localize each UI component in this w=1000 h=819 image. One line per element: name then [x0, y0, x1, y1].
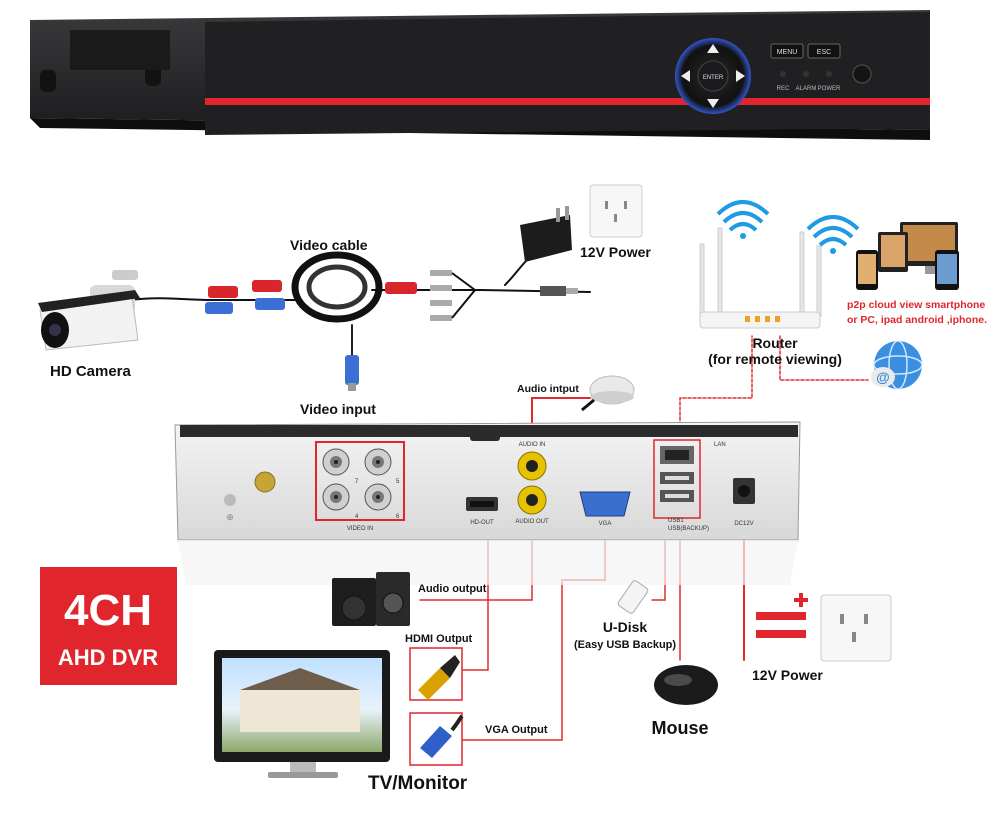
menu-button-label: MENU [777, 49, 798, 56]
video-in-bnc-ports [322, 448, 392, 511]
vga-port-label: VGA [599, 521, 612, 527]
ch-label: 7 [355, 479, 359, 485]
audio-input-label: Audio intput [517, 383, 579, 395]
mouse-icon [654, 665, 718, 705]
dvr-back-panel: ⊕ 7 5 4 6 VIDEO IN HD-OUT AUDIO IN AUDIO… [174, 421, 801, 585]
usb-backup-port-label: USB(BACKUP) [668, 526, 709, 532]
ground-screw-icon [254, 471, 276, 493]
front-red-stripe [205, 98, 930, 105]
lan-usb-highlight-box [653, 439, 701, 519]
lan-port-label: LAN [714, 442, 726, 448]
badge-line2: AHD DVR [58, 645, 158, 670]
video-input-label: Video input [300, 401, 376, 417]
enter-button-label: ENTER [703, 75, 724, 81]
udisk-sub-label: (Easy USB Backup) [574, 639, 676, 651]
hdmi-cable-icon [418, 655, 460, 700]
menu-button [770, 43, 804, 59]
rec-led-label: REC [777, 86, 790, 92]
alarm-led-label: ALARM [796, 86, 817, 92]
svg-text:⊕: ⊕ [226, 512, 234, 522]
power-adapter-icon [520, 206, 572, 262]
audio-out-port-label: AUDIO OUT [515, 519, 549, 525]
esc-button-label: ESC [817, 49, 831, 56]
alarm-led-icon [803, 71, 809, 77]
mouse-label: Mouse [651, 718, 708, 738]
badge-4ch: 4CH AHD DVR [40, 567, 177, 685]
microphone-icon [581, 375, 635, 412]
arrow-left-icon [681, 70, 690, 82]
usb-ports-icon [660, 472, 694, 502]
ch-label: 6 [396, 514, 400, 520]
udisk-icon [617, 580, 649, 614]
esc-button [807, 43, 841, 59]
dvr-front: ENTER MENU ESC REC ALARM POWER [30, 10, 930, 140]
wall-socket-bottom-icon [820, 594, 892, 662]
internet-globe-icon: @ [871, 340, 923, 390]
ch-label: 4 [355, 514, 359, 520]
video-cable-label: Video cable [290, 237, 368, 253]
power-top-label: 12V Power [580, 244, 651, 260]
video-in-port-label: VIDEO IN [347, 526, 373, 532]
router-label: Router [752, 335, 798, 351]
power-splitter-icon [430, 270, 578, 321]
hdmi-output-label: HDMI Output [405, 633, 473, 645]
vga-cable-icon [420, 714, 464, 758]
ir-receiver-icon [852, 64, 872, 84]
front-vent [70, 30, 170, 70]
speakers-icon [332, 572, 410, 626]
hdmi-port-icon [466, 497, 498, 511]
ch-label: 5 [396, 479, 400, 485]
p2p-line2-label: or PC, ipad android ,iphone. [847, 314, 987, 326]
router-sub-label: (for remote viewing) [708, 351, 842, 367]
arrow-right-icon [736, 70, 745, 82]
svg-text:@: @ [876, 369, 890, 385]
arrow-down-icon [707, 99, 719, 108]
audio-output-label: Audio output [418, 583, 487, 595]
devices-icon [856, 222, 959, 290]
video-cable-icon [205, 251, 417, 391]
power-bottom-label: 12V Power [752, 667, 823, 683]
rec-led-icon [780, 71, 786, 77]
badge-line1: 4CH [64, 586, 152, 635]
arrow-up-icon [707, 44, 719, 53]
p2p-line1-label: p2p cloud view smartphone [847, 299, 985, 311]
front-dpad: ENTER [675, 38, 751, 114]
video-in-highlight-box [315, 441, 405, 521]
usb1-port-label: USB1 [668, 518, 684, 524]
router-icon [699, 227, 822, 329]
tv-monitor-icon [214, 650, 390, 778]
udisk-label: U-Disk [603, 619, 648, 635]
audio-in-port-label: AUDIO IN [519, 442, 546, 448]
wall-socket-top-icon [589, 184, 643, 238]
vga-port-icon [579, 491, 631, 517]
hd-camera-icon [38, 270, 140, 351]
power-led-label: POWER [818, 86, 841, 92]
lan-port-icon [660, 446, 694, 464]
dc-power-port-icon [733, 478, 755, 504]
tv-monitor-label: TV/Monitor [368, 773, 468, 794]
power-symbol-icon [756, 593, 808, 638]
wifi-icon [716, 200, 860, 254]
vga-output-label: VGA Output [485, 724, 548, 736]
hd-out-port-label: HD-OUT [470, 520, 494, 526]
audio-rca-ports [517, 451, 547, 515]
power-led-icon [826, 71, 832, 77]
hd-camera-label: HD Camera [50, 363, 132, 380]
dc12v-port-label: DC12V [734, 521, 753, 527]
